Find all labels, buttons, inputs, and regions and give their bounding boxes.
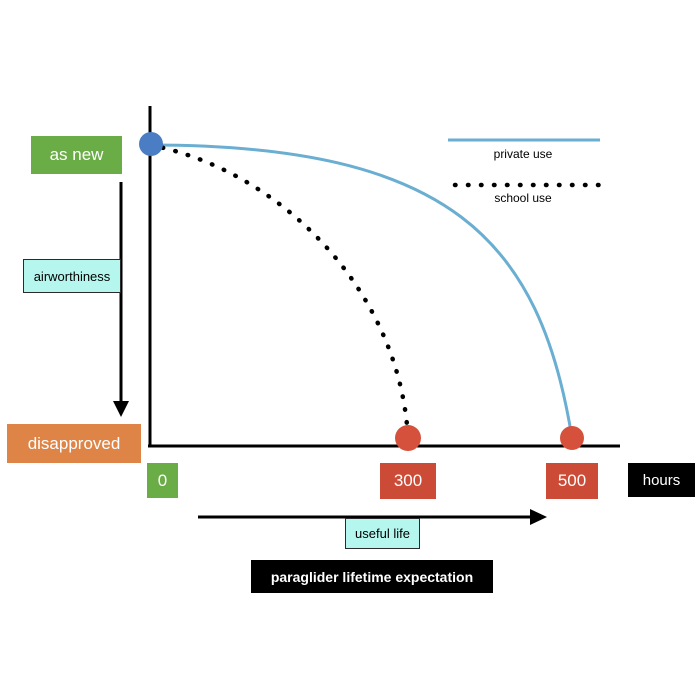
legend-school-label: school use bbox=[494, 191, 552, 205]
caption-label: paraglider lifetime expectation bbox=[251, 560, 493, 593]
school-use-curve bbox=[147, 142, 411, 441]
useful-life-arrow-head bbox=[530, 509, 547, 525]
airworthiness-arrow-head bbox=[113, 401, 129, 417]
private-use-curve bbox=[149, 143, 574, 439]
tick-label-500: 500 bbox=[546, 463, 598, 499]
school-end-point bbox=[395, 425, 421, 451]
hours-label: hours bbox=[628, 463, 695, 497]
tick-label-0: 0 bbox=[147, 463, 178, 498]
disapproved-label: disapproved bbox=[7, 424, 141, 463]
airworthiness-label: airworthiness bbox=[23, 259, 121, 293]
legend-private-label: private use bbox=[494, 147, 553, 161]
useful-life-label: useful life bbox=[345, 518, 420, 549]
as-new-label: as new bbox=[31, 136, 122, 174]
tick-label-300: 300 bbox=[380, 463, 436, 499]
private-end-point bbox=[560, 426, 584, 450]
start-point bbox=[139, 132, 163, 156]
